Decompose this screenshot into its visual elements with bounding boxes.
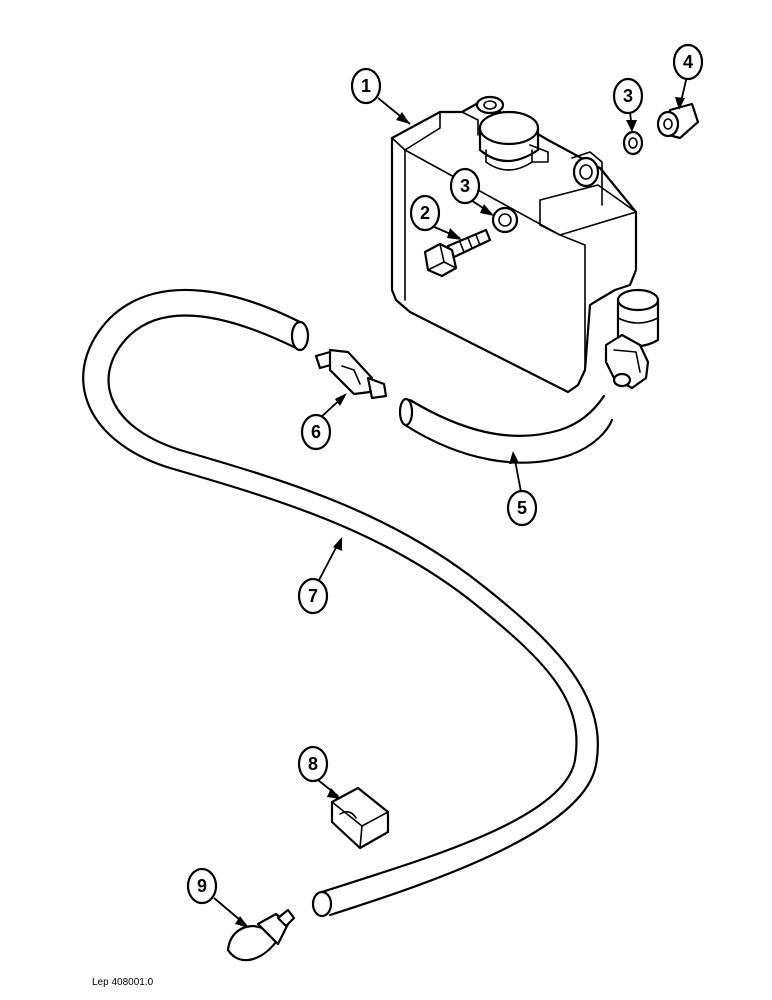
callout-4: 4 bbox=[672, 43, 704, 81]
callout-7: 7 bbox=[297, 577, 329, 615]
callout-1-label: 1 bbox=[361, 76, 371, 96]
callout-6-label: 6 bbox=[311, 422, 321, 442]
washer-pump bbox=[604, 288, 660, 390]
hose-7 bbox=[82, 288, 599, 918]
clip-8 bbox=[330, 786, 390, 850]
leader-lines bbox=[213, 75, 688, 928]
callout-8: 8 bbox=[297, 745, 329, 783]
drawing-reference: Lep 408001.0 bbox=[92, 977, 154, 988]
callout-3b: 3 bbox=[449, 167, 481, 205]
callout-3a-label: 3 bbox=[623, 86, 633, 106]
check-valve-6 bbox=[314, 348, 388, 400]
washer-3b bbox=[491, 206, 519, 234]
callout-3a: 3 bbox=[612, 77, 644, 115]
callout-1: 1 bbox=[350, 67, 382, 105]
washer-3a bbox=[622, 130, 644, 156]
reservoir-tank bbox=[390, 95, 638, 394]
callout-4-label: 4 bbox=[683, 52, 693, 72]
callout-9-label: 9 bbox=[197, 876, 207, 896]
callout-6: 6 bbox=[300, 413, 332, 451]
bolt-2 bbox=[423, 228, 492, 278]
grommet-4 bbox=[656, 102, 700, 140]
callout-8-label: 8 bbox=[308, 754, 318, 774]
callout-2-label: 2 bbox=[420, 203, 430, 223]
hose-5 bbox=[398, 394, 614, 464]
nozzle-9 bbox=[226, 908, 296, 962]
callout-2: 2 bbox=[409, 194, 441, 232]
callout-3b-label: 3 bbox=[460, 176, 470, 196]
callout-5: 5 bbox=[506, 489, 538, 527]
callout-5-label: 5 bbox=[517, 498, 527, 518]
callout-7-label: 7 bbox=[308, 586, 318, 606]
callout-9: 9 bbox=[186, 867, 218, 905]
